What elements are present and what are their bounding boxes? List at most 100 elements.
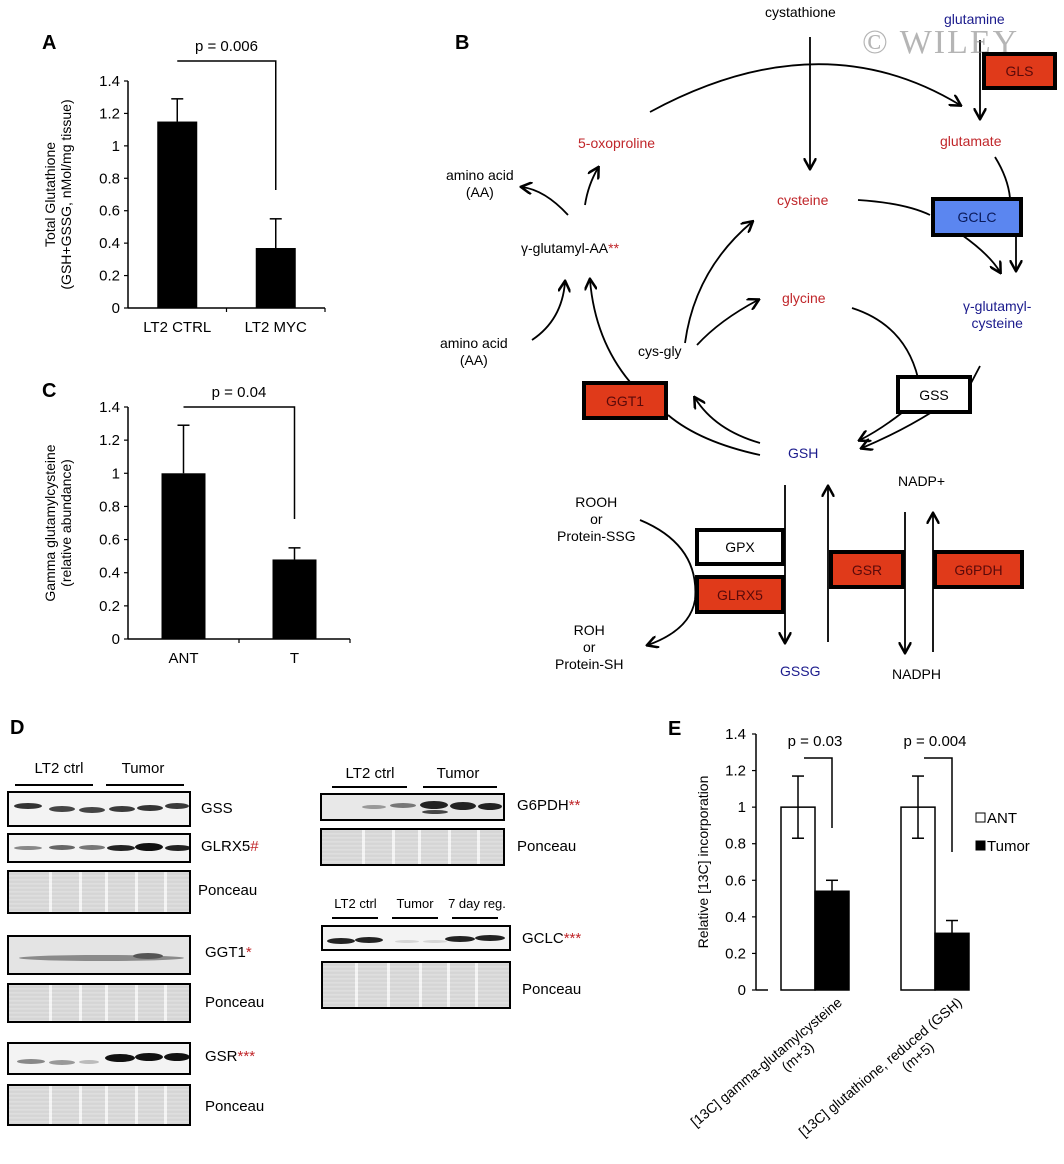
blot-ponceau-5	[321, 961, 511, 1009]
arrow-glutamate-to-gclc	[994, 156, 1011, 199]
y-tick-label: 0.6	[99, 532, 120, 549]
metabolite-glutamine: glutamine	[944, 11, 1005, 27]
amino-acid-out-line1: amino acid	[446, 167, 514, 183]
blot-gsr-text: GSR	[205, 1048, 238, 1065]
blot-ponceau-4	[320, 828, 505, 866]
y-tick-label: 0	[112, 631, 120, 648]
y-axis-label-line1: Gamma glutamylcysteine	[42, 444, 58, 601]
y-tick-label: 1.4	[99, 73, 120, 90]
y-tick-label: 0.6	[99, 203, 120, 220]
y-tick-label: 0.4	[99, 235, 120, 252]
y-axis-label: Relative [13C] incorporation	[695, 776, 711, 949]
blot-left-group-ctrl: LT2 ctrl	[34, 760, 84, 777]
p-value-label: p = 0.04	[212, 384, 267, 401]
significance-bracket	[183, 406, 296, 519]
blot-ponceau-1	[7, 870, 191, 914]
arrow-cysgly-to-glycine	[696, 300, 758, 346]
y-tick-label: 0.4	[725, 909, 746, 926]
blot-right-bottom-group-tumor: Tumor	[396, 896, 434, 911]
x-category-label: [13C] gamma-glutamylcysteine(m+3)	[687, 994, 845, 1130]
roh-line1: ROH	[573, 622, 605, 638]
y-tick-label: 1.4	[725, 726, 746, 743]
blot-right-bottom-group-7day: 7 day reg.	[448, 896, 506, 911]
enzyme-gclc: GCLC	[931, 197, 1023, 237]
blot-right-top-group-ctrl: LT2 ctrl	[345, 765, 395, 782]
blot-ggt1-mark: *	[245, 944, 252, 961]
blot-label-g6pdh: G6PDH**	[517, 797, 580, 814]
blot-gss	[7, 791, 191, 827]
p-value-label: p = 0.004	[904, 733, 967, 750]
y-tick-label: 0.8	[725, 836, 746, 853]
arrow-glycine-to-gss	[851, 307, 919, 379]
y-tick-label: 0.2	[99, 268, 120, 285]
blot-right-bottom-group-ctrl: LT2 ctrl	[334, 896, 377, 911]
metabolite-amino-acid-in: amino acid (AA)	[440, 335, 508, 369]
metabolite-cystathione: cystathione	[765, 4, 836, 20]
significance-mark: **	[608, 240, 620, 256]
blot-left-group-ctrl-line	[15, 784, 93, 786]
x-tick-label: T	[290, 650, 299, 667]
y-tick-label: 0	[112, 300, 120, 317]
blot-left-group-tumor-line	[106, 784, 184, 786]
y-tick-label: 0.2	[725, 945, 746, 962]
panel-label-a: A	[42, 32, 57, 54]
panel-label-b: B	[455, 32, 470, 54]
roh-line2: or	[583, 639, 596, 655]
panel-label-c: C	[42, 380, 57, 402]
enzyme-glrx5: GLRX5	[695, 575, 785, 614]
metabolite-5-oxoproline: 5-oxoproline	[578, 135, 656, 151]
metabolite-nadph: NADPH	[892, 666, 942, 682]
enzyme-gsr: GSR	[829, 550, 905, 589]
x-tick-label: LT2 MYC	[245, 319, 307, 336]
arrow-gclc-to-ggc-1	[961, 234, 1000, 272]
blot-label-glrx5: GLRX5#	[201, 838, 259, 855]
rooh-line3: Protein-SSG	[557, 528, 636, 544]
bar	[255, 248, 296, 308]
metabolite-amino-acid-out: amino acid (AA)	[446, 167, 514, 201]
blot-right-bottom-group-ctrl-line	[332, 917, 378, 919]
blot-g6pdh-text: G6PDH	[517, 797, 569, 814]
blot-label-gsr: GSR***	[205, 1048, 255, 1065]
blot-right-top-group-tumor: Tumor	[436, 765, 480, 782]
metabolite-glutamate: glutamate	[940, 133, 1002, 149]
arrow-gsh-to-ggt1-line	[667, 414, 761, 456]
y-tick-label: 1	[112, 465, 120, 482]
amino-acid-in-line2: (AA)	[459, 352, 488, 368]
y-axis-label-line2: (GSH+GSSG, nMol/mg tissue)	[58, 99, 74, 289]
significance-bracket	[804, 757, 833, 828]
y-axis-label: Total Glutathione(GSH+GSSG, nMol/mg tiss…	[42, 99, 74, 289]
legend-label-tumor: Tumor	[987, 838, 1030, 855]
bar	[157, 121, 198, 309]
y-tick-label: 1	[112, 138, 120, 155]
enzyme-gss: GSS	[896, 375, 972, 414]
enzyme-gpx: GPX	[695, 528, 785, 566]
y-tick-label: 0.6	[725, 872, 746, 889]
gamma-glutamylcysteine-line1: γ-glutamyl-	[963, 298, 1032, 314]
blot-label-ponceau-2: Ponceau	[205, 994, 265, 1011]
blot-gclc-text: GCLC	[522, 930, 564, 947]
arrow-gss-to-gsh-1	[860, 411, 904, 440]
blot-label-gclc: GCLC***	[522, 930, 581, 947]
y-tick-label: 1.2	[725, 763, 746, 780]
arrow-cysgly-to-cysteine	[684, 222, 752, 344]
amino-acid-out-line2: (AA)	[465, 184, 494, 200]
x-tick-label: LT2 CTRL	[143, 319, 211, 336]
blot-gsr	[7, 1042, 191, 1075]
y-tick-label: 0.2	[99, 598, 120, 615]
enzyme-gls: GLS	[982, 52, 1057, 90]
arrow-gss-to-gsh-2	[862, 411, 933, 448]
blot-label-ponceau-4: Ponceau	[517, 838, 577, 855]
metabolite-gamma-glutamylcysteine: γ-glutamyl- cysteine	[963, 298, 1031, 332]
blot-label-ponceau-3: Ponceau	[205, 1098, 265, 1115]
blot-left-group-tumor: Tumor	[121, 760, 165, 777]
blot-ggt1-text: GGT1	[205, 944, 246, 961]
metabolite-cysteine: cysteine	[777, 192, 829, 208]
metabolite-roh: ROH or Protein-SH	[555, 622, 623, 673]
blot-gss-text: GSS	[201, 800, 233, 817]
blot-gclc	[321, 925, 511, 951]
arrow-ggt1-to-gammaglutamylaa	[590, 280, 631, 383]
gamma-glutamylcysteine-line2: cysteine	[971, 315, 1023, 331]
